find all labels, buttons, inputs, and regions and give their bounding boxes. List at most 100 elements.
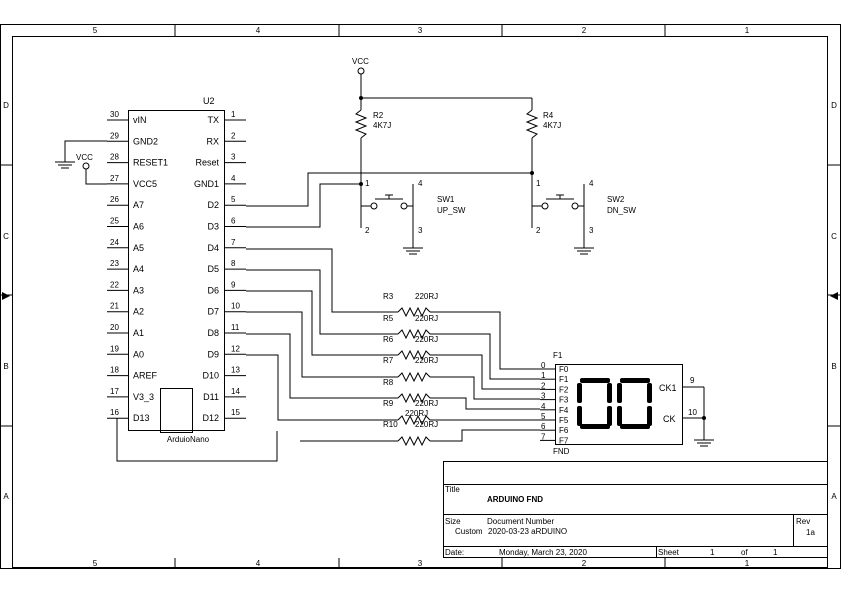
size-label: Size [445, 517, 461, 526]
col-label-bottom: 1 [745, 559, 750, 568]
row-label-right: A [831, 492, 837, 501]
row-label-left: B [3, 362, 8, 371]
fnd-pin10: 10 [688, 408, 697, 417]
sw1-pin4: 4 [418, 179, 423, 188]
vcc-label-top: VCC [352, 57, 369, 66]
pin-number: 11 [231, 323, 240, 332]
col-label-bottom: 5 [93, 559, 98, 568]
pin-number: 24 [110, 238, 119, 247]
pin-name: F3 [559, 396, 569, 405]
switch-wires [246, 171, 534, 228]
pin-name: F2 [559, 385, 569, 394]
segment-network: R3 220RJ R5 220RJ R6 220RJ R7 220RJ R8 R… [246, 248, 540, 447]
pin-number: 29 [110, 131, 119, 140]
sw2-ref: SW2 [607, 195, 625, 204]
pin-name: D12 [202, 413, 219, 423]
pin-name: F6 [559, 426, 569, 435]
sheet-label: Sheet [658, 548, 680, 557]
resistor-icon [397, 414, 431, 426]
pin-number: 1 [231, 110, 236, 119]
resistor-r2-icon [354, 109, 368, 139]
pin-number: 3 [231, 153, 236, 162]
sw1-pin3: 3 [418, 226, 423, 235]
nano-refdes: U2 [203, 96, 215, 106]
fnd-body [555, 364, 683, 445]
pin-number: 5 [541, 412, 546, 421]
pin-number: 21 [110, 302, 119, 311]
sw1-ref: SW1 [437, 195, 455, 204]
pin-number: 4 [231, 174, 236, 183]
pin-number: 25 [110, 217, 119, 226]
row-label-left: D [3, 101, 9, 110]
pin-name: D13 [133, 413, 150, 423]
pin-name: A4 [133, 264, 144, 274]
res-value: 220RJ [415, 314, 438, 323]
pin-number: 23 [110, 259, 119, 268]
pin-number: 4 [541, 402, 546, 411]
row-label-left: C [3, 232, 9, 241]
fnd-ck: CK [663, 414, 676, 424]
col-label-top: 2 [582, 26, 587, 35]
pin-name: GND2 [133, 136, 158, 146]
sw2-pin2: 2 [536, 226, 541, 235]
sw2-pin1: 1 [536, 179, 541, 188]
pin-name: D11 [203, 392, 219, 402]
pin-name: A6 [133, 222, 144, 232]
fnd-pin9: 9 [690, 376, 695, 385]
pin-name: A7 [133, 200, 144, 210]
nano-right-pins: 1TX2RX3Reset4GND15D26D37D48D59D610D711D8… [194, 110, 246, 423]
switch-sw1: 1 2 3 4 SW1 UP_SW [360, 179, 466, 255]
pin-number: 27 [110, 174, 119, 183]
res-value: 220RJ [415, 292, 438, 301]
pin-name: D4 [207, 243, 219, 253]
row-label-right: C [831, 232, 837, 241]
pin-number: 2 [541, 381, 546, 390]
rev-value: 1a [806, 528, 815, 537]
pin-number: 2 [231, 131, 236, 140]
pin-name: A3 [133, 285, 144, 295]
pin-name: D6 [207, 285, 219, 295]
res-ref: R3 [383, 292, 394, 301]
sheet-value: 1 [710, 548, 715, 557]
docnum-label: Document Number [487, 517, 554, 526]
col-label-top: 3 [418, 26, 423, 35]
pin-name: AREF [133, 371, 158, 381]
r2-ref: R2 [373, 111, 384, 120]
pin-name: F5 [559, 416, 569, 425]
resistor-icon [397, 371, 431, 383]
row-label-right: B [831, 362, 836, 371]
pin-name: GND1 [194, 179, 219, 189]
pin-name: TX [207, 115, 219, 125]
pin-number: 9 [231, 280, 236, 289]
pin-name: F7 [559, 436, 569, 445]
pin-number: 26 [110, 195, 119, 204]
col-label-bottom: 4 [256, 559, 261, 568]
col-label-bottom: 2 [582, 559, 587, 568]
pin-number: 18 [110, 366, 119, 375]
pin-name: F4 [559, 406, 569, 415]
res-ref: R8 [383, 378, 394, 387]
vcc-circle-icon [82, 162, 90, 170]
pin-name: A1 [133, 328, 144, 338]
res-value: 220RJ [415, 356, 438, 365]
sw1-name: UP_SW [437, 206, 466, 215]
pin-name: D2 [207, 200, 219, 210]
col-label-top: 4 [256, 26, 261, 35]
pin-number: 1 [541, 371, 546, 380]
pin-number: 7 [231, 238, 236, 247]
arduino-nano-symbol: U2 ArduioNano 30vIN29GND228RESET127VCC52… [107, 96, 246, 444]
pin-name: RESET1 [133, 158, 168, 168]
pin-number: 14 [231, 387, 240, 396]
fnd-ck1: CK1 [659, 383, 677, 393]
pin-name: D8 [207, 328, 219, 338]
usb-connector [160, 388, 193, 433]
pin-number: 10 [231, 302, 240, 311]
pin-name: RX [206, 136, 219, 146]
pin-number: 6 [541, 422, 546, 431]
pin-name: D5 [207, 264, 219, 274]
pin-name: V3_3 [133, 392, 154, 402]
pin-number: 20 [110, 323, 119, 332]
sw1-pin1: 1 [365, 179, 370, 188]
